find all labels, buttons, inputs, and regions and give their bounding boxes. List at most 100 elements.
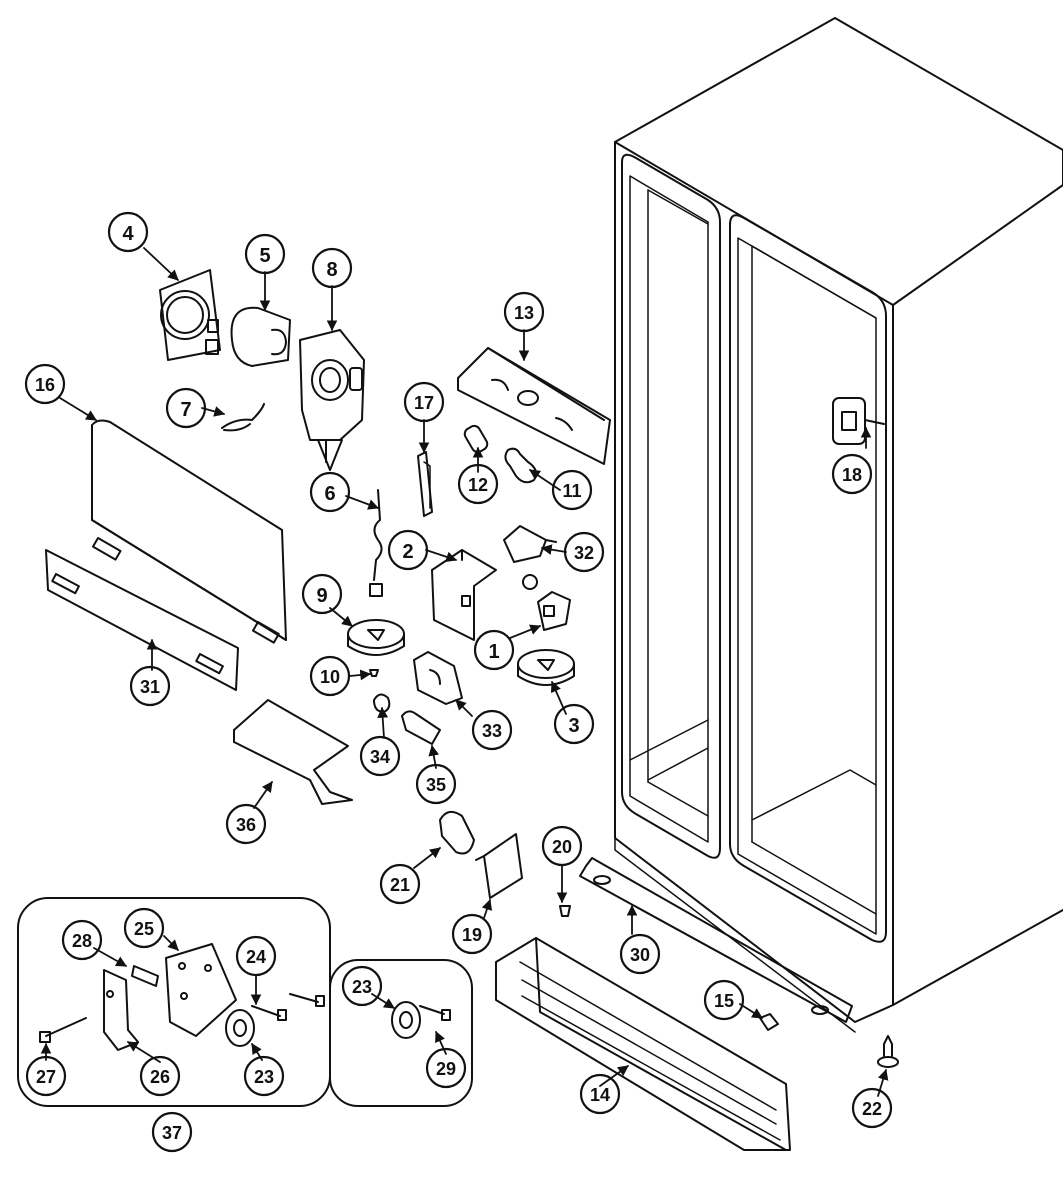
callout-14: 14 bbox=[579, 1073, 621, 1115]
callout-7: 7 bbox=[165, 387, 207, 429]
svg-text:27: 27 bbox=[36, 1067, 56, 1087]
callout-16: 16 bbox=[24, 363, 66, 405]
part-24-bolt bbox=[251, 993, 325, 1021]
part-23-roller-kit bbox=[391, 1001, 421, 1039]
part-27-bolt bbox=[39, 1017, 87, 1043]
svg-text:30: 30 bbox=[630, 945, 650, 965]
callout-3: 3 bbox=[553, 703, 595, 745]
part-18-switch bbox=[832, 397, 885, 445]
svg-text:13: 13 bbox=[514, 303, 534, 323]
cabinet-body bbox=[614, 17, 1063, 1033]
svg-text:17: 17 bbox=[414, 393, 434, 413]
svg-text:21: 21 bbox=[390, 875, 410, 895]
callout-24: 24 bbox=[235, 935, 277, 977]
part-33-bracket bbox=[413, 651, 463, 705]
callout-32: 32 bbox=[563, 531, 605, 573]
svg-text:7: 7 bbox=[180, 399, 191, 421]
part-8-fan-housing bbox=[299, 329, 365, 471]
callout-12: 12 bbox=[457, 463, 499, 505]
svg-text:26: 26 bbox=[150, 1067, 170, 1087]
callout-1: 1 bbox=[473, 629, 515, 671]
kit-23-29-boundary bbox=[329, 959, 473, 1107]
callout-36: 36 bbox=[225, 803, 267, 845]
svg-text:36: 36 bbox=[236, 815, 256, 835]
part-12-socket bbox=[463, 424, 489, 454]
svg-text:25: 25 bbox=[134, 919, 154, 939]
callout-22: 22 bbox=[851, 1087, 893, 1129]
part-15-clip bbox=[759, 1013, 779, 1031]
callout-17: 17 bbox=[403, 381, 445, 423]
part-3-knob bbox=[517, 649, 575, 686]
callout-27: 27 bbox=[25, 1055, 67, 1097]
svg-text:18: 18 bbox=[842, 465, 862, 485]
callout-13: 13 bbox=[503, 291, 545, 333]
part-17-bracket bbox=[417, 451, 433, 517]
part-22-leveling-leg bbox=[877, 1035, 899, 1068]
svg-text:6: 6 bbox=[324, 483, 335, 505]
part-25-roller-bracket bbox=[165, 943, 237, 1037]
svg-text:23: 23 bbox=[254, 1067, 274, 1087]
svg-text:3: 3 bbox=[568, 715, 579, 737]
part-6-wire-harness bbox=[369, 489, 383, 597]
part-19-bracket bbox=[475, 833, 523, 899]
part-30-bottom-rail bbox=[579, 857, 853, 1023]
part-14-toe-grille bbox=[495, 937, 791, 1151]
svg-text:34: 34 bbox=[370, 747, 390, 767]
callout-21: 21 bbox=[379, 863, 421, 905]
callout-37: 37 bbox=[151, 1111, 193, 1153]
svg-text:10: 10 bbox=[320, 667, 340, 687]
callout-33: 33 bbox=[471, 709, 513, 751]
callout-26: 26 bbox=[139, 1055, 181, 1097]
part-5-damper-cover bbox=[230, 306, 291, 367]
part-2-control-box bbox=[431, 549, 497, 641]
svg-text:29: 29 bbox=[436, 1059, 456, 1079]
part-34-cap bbox=[373, 693, 391, 713]
svg-text:20: 20 bbox=[552, 837, 572, 857]
svg-text:11: 11 bbox=[562, 481, 581, 501]
callout-2: 2 bbox=[387, 529, 429, 571]
part-4-duct-bracket bbox=[159, 269, 221, 361]
part-1-thermostat bbox=[537, 591, 571, 631]
svg-text:4: 4 bbox=[122, 223, 134, 245]
svg-text:14: 14 bbox=[590, 1085, 610, 1105]
callout-29: 29 bbox=[425, 1047, 467, 1089]
svg-text:16: 16 bbox=[35, 375, 55, 395]
callout-5: 5 bbox=[244, 233, 286, 275]
callout-11: 11 bbox=[551, 469, 593, 511]
svg-text:12: 12 bbox=[468, 475, 488, 495]
callouts: 4 5 8 16 7 13 17 12 11 18 6 2 32 9 1 31 … bbox=[24, 211, 893, 1153]
part-31-trim-strip bbox=[45, 549, 239, 691]
callout-34: 34 bbox=[359, 735, 401, 777]
svg-text:19: 19 bbox=[462, 925, 482, 945]
callout-31: 31 bbox=[129, 665, 171, 707]
part-32-relay bbox=[503, 525, 557, 590]
callout-6: 6 bbox=[309, 471, 351, 513]
leader-lines bbox=[40, 247, 889, 1097]
callout-8: 8 bbox=[311, 247, 353, 289]
part-21-grommet bbox=[439, 810, 475, 855]
part-16-panel-cover bbox=[91, 419, 287, 644]
callout-18: 18 bbox=[831, 453, 873, 495]
callout-35: 35 bbox=[415, 763, 457, 805]
part-9-knob bbox=[347, 619, 405, 656]
part-29-axle bbox=[419, 1005, 451, 1021]
svg-text:5: 5 bbox=[259, 245, 270, 267]
svg-text:28: 28 bbox=[72, 931, 92, 951]
svg-text:35: 35 bbox=[426, 775, 446, 795]
callout-23-kit: 23 bbox=[341, 965, 383, 1007]
callout-30: 30 bbox=[619, 933, 661, 975]
svg-text:24: 24 bbox=[246, 947, 266, 967]
part-36-shroud bbox=[233, 699, 353, 805]
callout-9: 9 bbox=[301, 573, 343, 615]
callout-19: 19 bbox=[451, 913, 493, 955]
svg-text:37: 37 bbox=[162, 1123, 182, 1143]
svg-text:15: 15 bbox=[714, 991, 734, 1011]
svg-text:32: 32 bbox=[574, 543, 594, 563]
svg-text:9: 9 bbox=[316, 585, 327, 607]
part-10-screw bbox=[369, 669, 379, 677]
callout-10: 10 bbox=[309, 655, 351, 697]
part-28-plate bbox=[131, 965, 159, 987]
svg-text:31: 31 bbox=[140, 677, 160, 697]
svg-text:1: 1 bbox=[488, 641, 499, 663]
